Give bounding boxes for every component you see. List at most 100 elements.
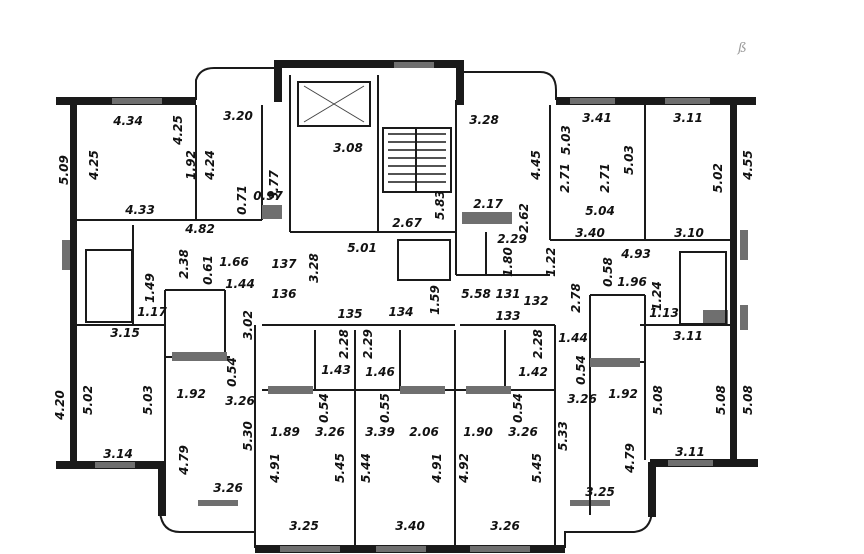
dimension-label: 3.26 (508, 425, 538, 439)
dimension-label: 3.28 (469, 113, 499, 127)
dimension-label: 2.38 (177, 249, 191, 279)
dimension-label: 4.91 (430, 453, 444, 484)
dimension-label: 5.30 (241, 421, 255, 451)
dimension-label: 3.14 (103, 447, 133, 461)
dimension-label: 5.09 (57, 155, 71, 185)
dimension-label: 0.71 (235, 185, 249, 215)
dimension-label: 4.24 (203, 150, 217, 181)
dimension-label: 3.77 (267, 170, 281, 200)
dimension-label: 4.55 (741, 150, 755, 181)
dimension-label: 0.54 (511, 393, 525, 423)
dimension-label: 1.22 (544, 247, 558, 277)
dimension-label: 1.13 (649, 306, 679, 320)
dimension-label: 3.26 (225, 394, 255, 408)
dimension-label: 3.26 (213, 481, 243, 495)
dimension-label: 5.33 (556, 421, 570, 451)
dimension-label: 4.25 (87, 150, 101, 181)
dimension-label: 2.71 (598, 163, 612, 193)
windows (62, 62, 748, 552)
dimension-labels: 4.34 4.25 3.20 5.09 4.25 1.92 4.24 0.71 0.97 4.33… (53, 109, 755, 533)
dimension-label: 0.61 (201, 255, 215, 285)
dimension-label: 131 (495, 287, 520, 301)
interior-walls (77, 75, 730, 548)
dimension-label: 1.44 (558, 331, 588, 345)
dimension-label: 4.79 (177, 445, 191, 476)
dimension-label: 3.25 (289, 519, 319, 533)
dimension-label: 2.17 (473, 197, 503, 211)
dimension-label: 5.04 (585, 204, 615, 218)
dimension-label: 4.25 (171, 115, 185, 146)
shafts (85, 205, 728, 394)
dimension-label: 135 (337, 307, 362, 321)
dimension-label: 1.49 (143, 273, 157, 303)
dimension-label: 3.11 (673, 329, 703, 343)
dimension-label: 5.45 (530, 453, 544, 483)
bay-windows (159, 67, 653, 548)
dimension-label: 1.96 (617, 275, 647, 289)
dimension-label: 0.54 (317, 393, 331, 423)
dimension-label: 1.92 (176, 387, 206, 401)
dimension-label: 3.20 (223, 109, 253, 123)
dimension-label: 0.97 (253, 189, 283, 203)
dimension-label: 4.20 (53, 390, 67, 421)
dimension-label: 3.26 (315, 425, 345, 439)
corner-mark: ß (736, 41, 747, 56)
dimension-label: 5.03 (141, 385, 155, 415)
dimension-label: 3.41 (582, 111, 612, 125)
dimension-label: 3.28 (307, 253, 321, 283)
dimension-label: 5.03 (559, 125, 573, 155)
stair-elevator (297, 81, 452, 281)
dimension-label: 1.90 (463, 425, 493, 439)
dimension-label: 3.11 (675, 445, 705, 459)
dimension-label: 2.29 (497, 232, 527, 246)
dimension-label: 1.42 (518, 365, 548, 379)
dimension-label: 4.82 (184, 222, 215, 236)
dimension-label: 2.71 (558, 163, 572, 193)
dimension-label: 2.78 (569, 283, 583, 313)
dimension-label: 1.59 (428, 285, 442, 315)
dimension-label: 3.15 (110, 326, 140, 340)
dimension-label: 1.43 (321, 363, 351, 377)
dimension-label: 3.25 (585, 485, 615, 499)
dimension-label: 5.58 (461, 287, 491, 301)
dimension-label: 5.02 (711, 163, 725, 193)
dimension-label: 1.24 (650, 281, 664, 311)
dimension-label: 5.83 (433, 190, 447, 220)
dimension-label: 4.33 (124, 203, 155, 217)
dimension-label: 2.29 (361, 329, 375, 359)
dimension-label: 5.02 (81, 385, 95, 415)
dimension-label: 3.02 (241, 310, 255, 340)
dimension-label: 3.40 (395, 519, 425, 533)
dimension-label: 2.62 (517, 203, 531, 233)
dimension-label: 3.40 (575, 226, 605, 240)
dimension-label: 0.54 (574, 355, 588, 385)
dimension-label: 1.17 (137, 305, 167, 319)
dimension-label: 132 (523, 294, 548, 308)
dimension-label: 134 (388, 305, 413, 319)
dimension-label: 4.45 (529, 150, 543, 181)
dimension-label: 3.11 (673, 111, 703, 125)
dimension-label: 1.80 (501, 247, 515, 277)
dimension-label: 0.54 (225, 357, 239, 387)
dimension-label: 5.01 (347, 241, 377, 255)
dimension-label: 133 (495, 309, 520, 323)
dimension-label: 2.28 (531, 329, 545, 359)
dimension-label: 4.79 (623, 443, 637, 474)
dimension-label: 5.08 (714, 385, 728, 415)
dimension-label: 1.92 (608, 387, 638, 401)
dimension-label: 3.08 (333, 141, 363, 155)
dimension-label: 2.67 (392, 216, 422, 230)
dimension-label: 1.89 (270, 425, 300, 439)
dimension-label: 3.39 (365, 425, 395, 439)
dimension-label: 5.08 (651, 385, 665, 415)
dimension-label: 0.58 (601, 257, 615, 287)
dimension-label: 137 (271, 257, 297, 271)
dimension-label: 5.03 (622, 145, 636, 175)
dimension-label: 4.34 (112, 114, 143, 128)
dimension-label: 5.44 (359, 453, 373, 483)
dimension-label: 4.91 (268, 453, 282, 484)
dimension-label: 2.06 (409, 425, 439, 439)
dimension-label: 1.46 (365, 365, 395, 379)
dimension-label: 136 (271, 287, 296, 301)
